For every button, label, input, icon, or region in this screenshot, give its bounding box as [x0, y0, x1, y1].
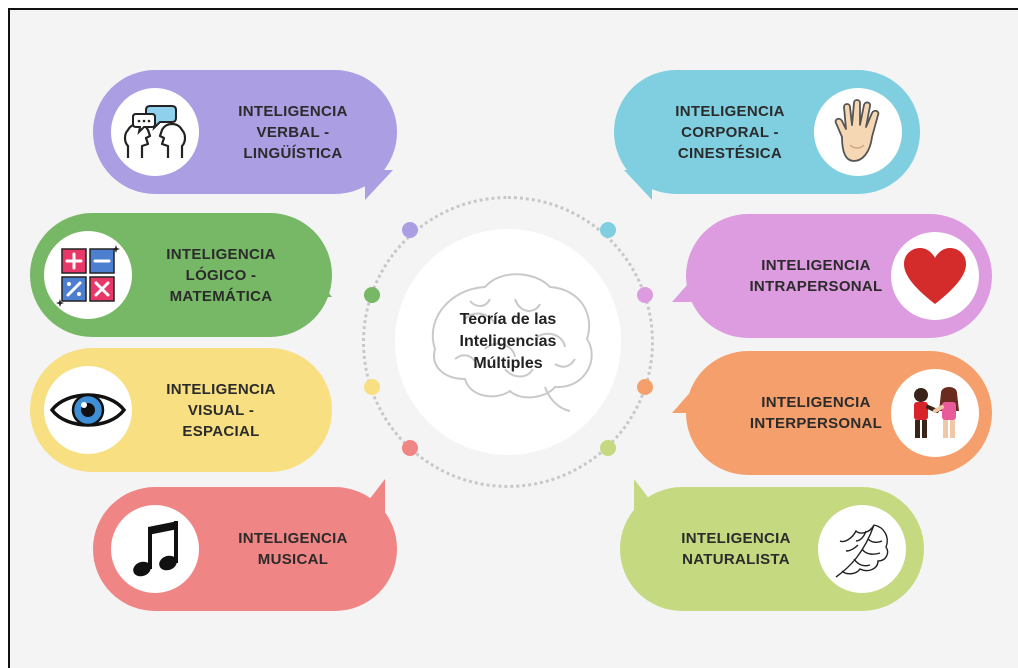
connector-dot-corporal: [600, 222, 616, 238]
talking-heads-icon: [123, 105, 187, 158]
bubble-interpersonal: INTELIGENCIA INTERPERSONAL: [672, 351, 992, 475]
verbal-icon-circle: [111, 88, 199, 176]
brain-icon: [431, 273, 593, 412]
label-line: CINESTÉSICA: [677, 144, 783, 162]
label-line: INTELIGENCIA: [166, 245, 276, 263]
bubble-corporal: INTELIGENCIA CORPORAL - CINESTÉSICA: [614, 70, 920, 200]
label-line: NATURALISTA: [682, 551, 790, 568]
naturalista-icon-circle: [818, 505, 906, 593]
connector-dot-visual: [364, 379, 380, 395]
center-title: Teoría de las Inteligencias Múltiples: [395, 229, 621, 455]
connector-dot-interpersonal: [637, 379, 653, 395]
label-line: INTERPERSONAL: [749, 415, 883, 432]
connector-dot-intrapersonal: [637, 287, 653, 303]
label-line: ESPACIAL: [182, 422, 260, 440]
visual-icon-circle: [44, 366, 132, 454]
bubble-verbal: INTELIGENCIA VERBAL - LINGÜÍSTICA: [93, 70, 397, 200]
bubble-intrapersonal: INTELIGENCIA INTRAPERSONAL: [672, 214, 992, 338]
verbal-label: INTELIGENCIA VERBAL - LINGÜÍSTICA: [213, 70, 373, 194]
center-dotted-ring: [362, 196, 654, 488]
music-note-icon: [133, 521, 178, 577]
label-line: INTELIGENCIA: [761, 257, 871, 274]
interpersonal-icon-circle: [891, 369, 979, 457]
eye-icon: [49, 393, 127, 427]
bubble-logico: INTELIGENCIA LÓGICO - MATEMÁTICA: [30, 213, 332, 337]
center-disk: [395, 229, 621, 455]
bubble-naturalista: INTELIGENCIA NATURALISTA: [620, 479, 924, 611]
musical-icon-circle: [111, 505, 199, 593]
visual-label: INTELIGENCIA VISUAL - ESPACIAL: [142, 348, 300, 472]
logico-icon-circle: [44, 231, 132, 319]
connector-dot-musical: [402, 440, 418, 456]
musical-label: INTELIGENCIA MUSICAL: [213, 487, 373, 611]
bubble-musical: INTELIGENCIA MUSICAL: [93, 479, 397, 611]
interpersonal-label: INTELIGENCIA INTERPERSONAL: [726, 351, 906, 475]
label-line: INTELIGENCIA: [675, 102, 785, 120]
label-line: CORPORAL -: [681, 123, 779, 141]
label-line: INTELIGENCIA: [681, 530, 791, 547]
label-line: VISUAL -: [187, 401, 255, 419]
bubble-visual: INTELIGENCIA VISUAL - ESPACIAL: [30, 348, 332, 472]
heart-icon: [904, 248, 966, 304]
label-line: INTELIGENCIA: [238, 102, 348, 120]
center-title-line: Múltiples: [473, 355, 543, 372]
math-operators-icon: [56, 245, 120, 307]
hand-icon: [834, 99, 880, 162]
connector-dot-verbal: [402, 222, 418, 238]
naturalista-label: INTELIGENCIA NATURALISTA: [656, 487, 816, 611]
label-line: LINGÜÍSTICA: [243, 144, 343, 162]
corporal-icon-circle: [814, 88, 902, 176]
children-handshake-icon: [914, 387, 959, 438]
label-line: VERBAL -: [256, 123, 330, 141]
center-title-line: Teoría de las: [459, 311, 557, 328]
center-title-line: Inteligencias: [459, 333, 557, 350]
intrapersonal-label: INTELIGENCIA INTRAPERSONAL: [726, 214, 906, 338]
label-line: INTELIGENCIA: [761, 394, 871, 411]
label-line: LÓGICO -: [185, 266, 257, 284]
label-line: INTELIGENCIA: [238, 530, 348, 547]
label-line: MATEMÁTICA: [169, 287, 273, 305]
connector-dot-naturalista: [600, 440, 616, 456]
corporal-label: INTELIGENCIA CORPORAL - CINESTÉSICA: [650, 70, 810, 194]
logico-label: INTELIGENCIA LÓGICO - MATEMÁTICA: [142, 213, 300, 337]
connector-dot-logico: [364, 287, 380, 303]
label-line: INTRAPERSONAL: [749, 278, 883, 295]
label-line: MUSICAL: [257, 551, 329, 568]
label-line: INTELIGENCIA: [166, 380, 276, 398]
leaf-icon: [835, 524, 889, 578]
intrapersonal-icon-circle: [891, 232, 979, 320]
